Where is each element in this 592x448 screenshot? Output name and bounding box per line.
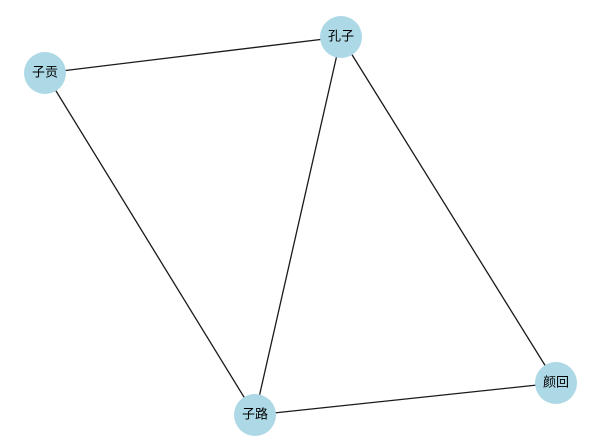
node-circle-zigong [24,52,66,94]
edge-kongzi-zilu [254,36,342,416]
edge-kongzi-yanhui [340,36,557,384]
node-label-zilu: 子路 [242,407,268,423]
node-zilu: 子路 [234,394,276,436]
node-label-kongzi: 孔子 [328,30,354,45]
node-circle-yanhui [535,362,577,404]
edges-layer [44,36,557,416]
node-zigong: 子贡 [24,52,66,94]
edge-zigong-kongzi [44,36,342,74]
node-kongzi: 孔子 [320,16,362,58]
node-circle-zilu [234,394,276,436]
node-circle-kongzi [320,16,362,58]
edge-zigong-zilu [44,72,256,416]
node-label-yanhui: 颜回 [543,375,569,391]
node-yanhui: 颜回 [535,362,577,404]
edge-zilu-yanhui [254,382,557,416]
node-label-zigong: 子贡 [32,66,58,81]
